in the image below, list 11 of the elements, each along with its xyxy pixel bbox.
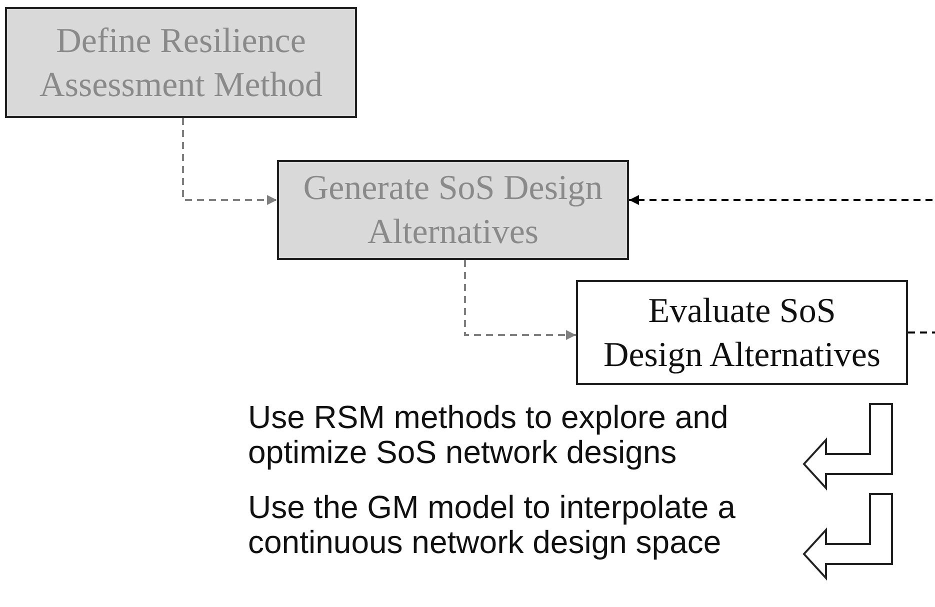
process-box xyxy=(5,7,357,118)
dashed-arrow xyxy=(464,260,576,340)
note-text: Use the GM model to interpolate a continuous network design space xyxy=(248,488,800,562)
note-text: Use RSM methods to explore and optimize SoS network designs xyxy=(248,398,800,472)
process-box xyxy=(277,160,629,260)
box-label: Evaluate SoS Design Alternatives xyxy=(602,290,882,376)
process-box xyxy=(576,280,908,385)
dashed-arrow xyxy=(182,118,277,205)
dashed-arrow xyxy=(629,195,935,334)
box-label: Define Resilience Assessment Method xyxy=(38,20,324,106)
box-label: Generate SoS Design Alternatives xyxy=(302,167,604,253)
